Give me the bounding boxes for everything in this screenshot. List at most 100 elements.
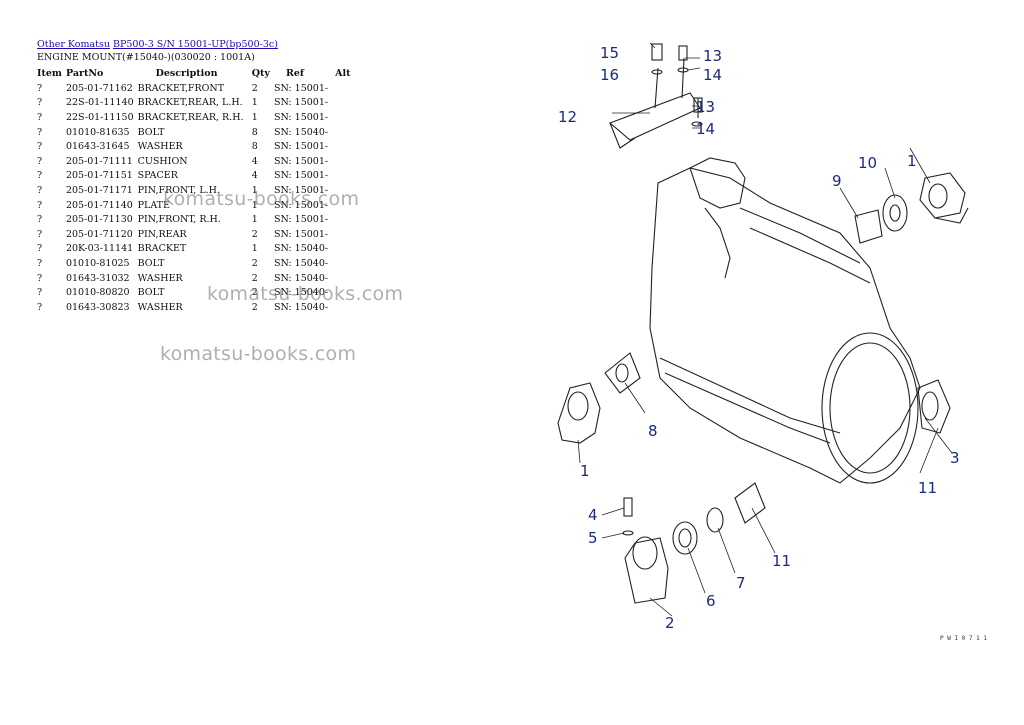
cell-alt: [335, 81, 357, 96]
cell-description: BRACKET: [137, 243, 187, 255]
drawing-code: P W I 0 7 1 1: [940, 635, 987, 642]
cell-item: ?: [37, 257, 43, 269]
cushion-6: [672, 521, 698, 555]
bracket-front-left: [557, 382, 601, 444]
spacer-7: [706, 507, 724, 533]
table-header-row: Item PartNo Description Qty Ref Alt: [37, 66, 357, 81]
cell-ref: SN: 15040-: [273, 257, 329, 269]
bracket-front-right: [919, 172, 966, 219]
engine-block-outline: [649, 167, 921, 484]
cell-ref: SN: 15001-: [273, 82, 329, 94]
cell-alt: [335, 154, 357, 169]
cell-partno: 22S-01-11150: [65, 111, 134, 123]
bracket-top-12: [608, 92, 701, 141]
breadcrumb-link-other-komatsu[interactable]: Other Komatsu: [37, 39, 110, 50]
cell-qty: 1: [251, 111, 258, 123]
cell-qty: 2: [251, 257, 258, 269]
cell-partno: 205-01-71140: [65, 199, 133, 211]
diagram-callout-label: 14: [696, 120, 715, 138]
cell-qty: 1: [251, 199, 258, 211]
cell-item: ?: [37, 214, 43, 226]
cell-description: PIN,FRONT, L.H.: [137, 184, 220, 196]
diagram-callout-label: 3: [950, 449, 960, 467]
breadcrumb-link-model[interactable]: BP500-3 S/N 15001-UP(bp500-3c): [112, 39, 278, 50]
cell-description: SPACER: [137, 170, 178, 182]
cell-alt: [335, 169, 357, 184]
page-title: ENGINE MOUNT(#15040-)(030020 : 1001A): [37, 52, 255, 63]
cell-alt: [335, 212, 357, 227]
cell-alt: [335, 139, 357, 154]
diagram-callout-label: 12: [558, 108, 577, 126]
cell-ref: SN: 15001-: [273, 155, 329, 167]
cushion-10: [882, 194, 908, 232]
plate-9: [854, 209, 883, 244]
cell-ref: SN: 15001-: [273, 141, 329, 153]
cell-description: WASHER: [137, 301, 183, 313]
cell-item: ?: [37, 97, 43, 109]
cell-qty: 4: [251, 170, 258, 182]
cell-partno: 01643-30823: [65, 301, 130, 313]
cell-ref: SN: 15001-: [273, 214, 329, 226]
cell-item: ?: [37, 228, 43, 240]
diagram-callout-label: 13: [696, 98, 715, 116]
cell-ref: SN: 15040-: [273, 126, 329, 138]
cell-alt: [335, 198, 357, 213]
diagram-callout-label: 13: [703, 47, 722, 65]
cell-item: ?: [37, 272, 43, 284]
cell-ref: SN: 15001-: [273, 111, 329, 123]
cell-item: ?: [37, 155, 43, 167]
column-header-ref: Ref: [285, 68, 304, 79]
cell-partno: 205-01-71120: [65, 228, 133, 240]
diagram-callout-label: 6: [706, 592, 716, 610]
cell-ref: SN: 15040-: [273, 287, 329, 299]
cell-partno: 20K-03-11141: [65, 243, 134, 255]
diagram-callout-label: 7: [736, 574, 746, 592]
cell-ref: SN: 15001-: [273, 199, 329, 211]
cell-alt: [335, 125, 357, 140]
column-header-description: Description: [155, 68, 218, 79]
cell-item: ?: [37, 243, 43, 255]
parts-table: Item PartNo Description Qty Ref Alt ? 205…: [37, 66, 357, 315]
diagram-callout-label: 9: [832, 172, 842, 190]
cell-alt: [335, 300, 357, 315]
cell-partno: 205-01-71151: [65, 170, 133, 182]
pin-front-8: [604, 352, 641, 394]
cell-description: BRACKET,REAR, R.H.: [137, 111, 244, 123]
diagram-callout-label: 1: [907, 152, 917, 170]
cell-alt: [335, 96, 357, 111]
cell-description: WASHER: [137, 141, 183, 153]
diagram-callout-label: 8: [648, 422, 658, 440]
cell-qty: 2: [251, 287, 258, 299]
cell-item: ?: [37, 184, 43, 196]
cell-partno: 22S-01-11140: [65, 97, 134, 109]
diagram-callout-label: 4: [588, 506, 598, 524]
cell-ref: SN: 15040-: [273, 272, 329, 284]
cell-partno: 01010-80820: [65, 287, 130, 299]
cell-partno: 01010-81635: [65, 126, 130, 138]
cell-description: PIN,FRONT, R.H.: [137, 214, 221, 226]
bolt-4: [623, 497, 633, 517]
bracket-rear-3: [917, 379, 951, 434]
cell-description: BOLT: [137, 287, 165, 299]
cell-partno: 01643-31645: [65, 141, 130, 153]
column-header-qty: Qty: [251, 68, 270, 79]
cell-item: ?: [37, 199, 43, 211]
cell-ref: SN: 15001-: [273, 228, 329, 240]
cell-item: ?: [37, 111, 43, 123]
column-header-alt: Alt: [335, 68, 351, 79]
diagram-callout-label: 1: [580, 462, 590, 480]
cell-alt: [335, 183, 357, 198]
diagram-callout-label: 16: [600, 66, 619, 84]
cell-ref: SN: 15001-: [273, 184, 329, 196]
pin-rear-11: [734, 482, 766, 524]
cell-qty: 1: [251, 214, 258, 226]
cell-qty: 1: [251, 184, 258, 196]
cell-alt: [335, 227, 357, 242]
cell-description: BRACKET,REAR, L.H.: [137, 97, 243, 109]
